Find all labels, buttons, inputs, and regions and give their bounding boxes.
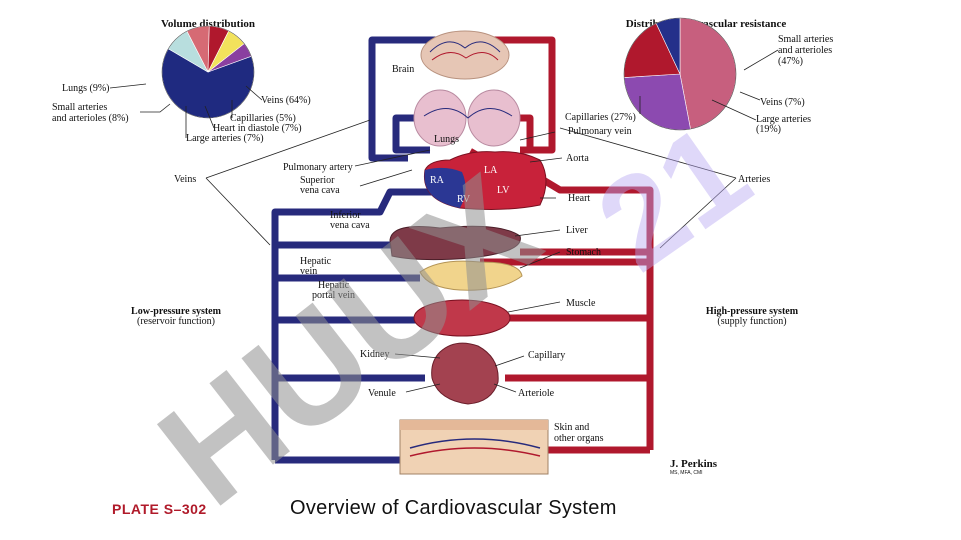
- artist-credentials: MS, MFA, CMI: [670, 470, 703, 476]
- small-arteries-res-leader: [743, 49, 779, 71]
- veins-side-label: Veins: [174, 174, 196, 185]
- lv-chamber-label: LV: [497, 185, 510, 196]
- inferior-vena-cava-label-2: vena cava: [330, 220, 370, 231]
- small-arteries-volume-label-2: and arterioles (8%): [52, 113, 129, 124]
- stomach-label: Stomach: [566, 247, 601, 258]
- aorta-label: Aorta: [566, 153, 589, 164]
- resistance-pie-chart: [623, 17, 737, 131]
- lungs-illustration: [413, 89, 521, 147]
- hepatic-vein-label-1: Hepatic: [300, 256, 332, 267]
- veins-res-leader: [739, 91, 761, 101]
- plate-number: PLATE S–302: [112, 501, 207, 517]
- skin-label-2: other organs: [554, 433, 604, 444]
- heart-illustration: [423, 151, 547, 210]
- rv-chamber-label: RV: [457, 194, 471, 205]
- hepatic-portal-vein-label-2: portal vein: [312, 290, 355, 301]
- pulmonary-vein-label: Pulmonary vein: [568, 126, 632, 137]
- capillaries-res-label: Capillaries (27%): [565, 112, 636, 123]
- muscle-illustration: [413, 299, 511, 337]
- large-arteries-res-label-1: Large arteries: [756, 114, 811, 125]
- capillaries-volume-label: Capillaries (5%): [230, 113, 296, 124]
- brain-illustration: [420, 30, 510, 80]
- arteriole-leader: [493, 383, 517, 393]
- stomach-leader: [519, 251, 561, 269]
- venous-circuit: [271, 36, 460, 464]
- liver-label: Liver: [566, 225, 588, 236]
- la-chamber-label: LA: [484, 165, 498, 176]
- hepatic-vein-label-2: vein: [300, 266, 317, 277]
- skin-illustration: [399, 419, 549, 475]
- lungs-leader: [109, 83, 147, 89]
- inferior-vena-cava-label-1: Inferior: [330, 210, 361, 221]
- pulmonary-vein-leader: [519, 131, 556, 141]
- arteries-leader-lower: [659, 177, 737, 249]
- large-arteries-res-label-2: (19%): [756, 124, 781, 135]
- small-arteries-leader: [140, 103, 171, 113]
- stomach-illustration: [419, 260, 523, 291]
- heart-volume-label: Heart in diastole (7%): [213, 123, 302, 134]
- low-pressure-title: Low-pressure system: [131, 306, 222, 317]
- small-arteries-volume-label-1: Small arteries: [52, 102, 107, 113]
- small-arteries-res-label-1: Small arteries: [778, 34, 833, 45]
- ra-chamber-label: RA: [430, 175, 445, 186]
- large-arteries-volume-label: Large arteries (7%): [186, 133, 264, 144]
- pulmonary-artery-leader: [354, 149, 431, 167]
- plate-title: Overview of Cardiovascular System: [290, 497, 617, 519]
- high-pressure-title: High-pressure system: [706, 306, 799, 317]
- heart-leader: [204, 105, 215, 129]
- veins-leader-lower: [205, 177, 271, 246]
- venule-leader: [405, 383, 441, 393]
- arteries-side-label: Arteries: [738, 174, 770, 185]
- veins-volume-label: Veins (64%): [261, 95, 311, 106]
- liver-leader: [514, 229, 561, 237]
- volume-pie-outline: [161, 25, 255, 119]
- muscle-label: Muscle: [566, 298, 596, 309]
- volume-chart-title: Volume distribution: [161, 18, 255, 30]
- artist-signature: J. Perkins: [670, 458, 718, 470]
- pulmonary-artery-label: Pulmonary artery: [283, 162, 353, 173]
- venule-label: Venule: [368, 388, 396, 399]
- superior-vena-cava-label-1: Superior: [300, 175, 335, 186]
- arteries-leader-upper: [559, 127, 737, 179]
- small-arteries-res-label-2: and arterioles: [778, 45, 832, 56]
- kidney-leader: [394, 353, 441, 359]
- superior-vena-cava-leader: [359, 169, 413, 187]
- veins-res-label: Veins (7%): [760, 97, 805, 108]
- hepatic-portal-vein-label-1: Hepatic: [318, 280, 350, 291]
- veins-leader-upper: [205, 119, 371, 179]
- superior-vena-cava-label-2: vena cava: [300, 185, 340, 196]
- brain-label: Brain: [392, 64, 414, 75]
- capillary-label: Capillary: [528, 350, 565, 361]
- lungs-volume-label: Lungs (9%): [62, 83, 110, 94]
- resistance-pie-outline: [623, 17, 737, 131]
- volume-pie-chart: [161, 25, 255, 119]
- kidney-illustration: [431, 342, 499, 405]
- high-pressure-subtitle: (supply function): [717, 316, 786, 327]
- skin-label-1: Skin and: [554, 422, 589, 433]
- small-arteries-res-label-3: (47%): [778, 56, 803, 67]
- capillary-leader: [494, 355, 525, 367]
- arteriole-label: Arteriole: [518, 388, 555, 399]
- large-arteries-res-leader: [711, 99, 757, 121]
- aorta-leader: [529, 157, 563, 163]
- lungs-label: Lungs: [434, 134, 459, 145]
- low-pressure-subtitle: (reservoir function): [137, 316, 215, 327]
- kidney-label: Kidney: [360, 349, 389, 360]
- liver-illustration: [389, 225, 521, 261]
- veins-leader: [245, 85, 263, 101]
- heart-label: Heart: [568, 193, 590, 204]
- watermark-gray: HUUX: [129, 143, 567, 537]
- muscle-leader: [507, 301, 561, 313]
